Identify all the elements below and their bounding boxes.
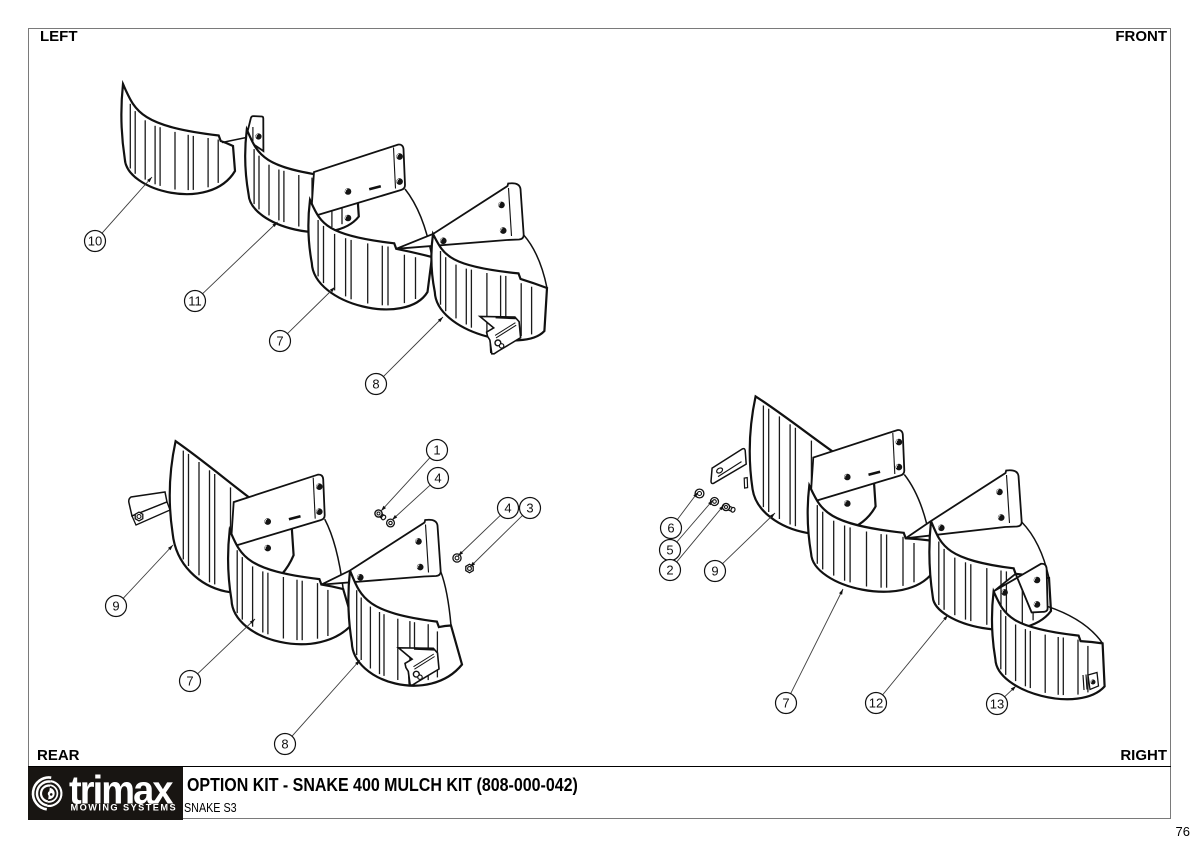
svg-text:trimax: trimax <box>69 769 174 813</box>
svg-text:4: 4 <box>434 471 441 486</box>
svg-text:3: 3 <box>526 501 533 516</box>
svg-text:7: 7 <box>186 674 193 689</box>
svg-text:9: 9 <box>711 564 718 579</box>
svg-text:MOWING SYSTEMS: MOWING SYSTEMS <box>71 803 178 813</box>
svg-text:12: 12 <box>869 696 883 711</box>
svg-text:8: 8 <box>372 377 379 392</box>
svg-text:4: 4 <box>504 501 511 516</box>
svg-text:10: 10 <box>88 234 102 249</box>
svg-text:11: 11 <box>188 294 202 309</box>
svg-text:7: 7 <box>276 334 283 349</box>
svg-text:6: 6 <box>667 521 674 536</box>
svg-text:7: 7 <box>782 696 789 711</box>
svg-text:5: 5 <box>666 543 673 558</box>
svg-text:9: 9 <box>112 599 119 614</box>
svg-text:1: 1 <box>433 443 440 458</box>
svg-text:8: 8 <box>281 737 288 752</box>
svg-text:13: 13 <box>990 697 1004 712</box>
svg-text:2: 2 <box>666 563 673 578</box>
